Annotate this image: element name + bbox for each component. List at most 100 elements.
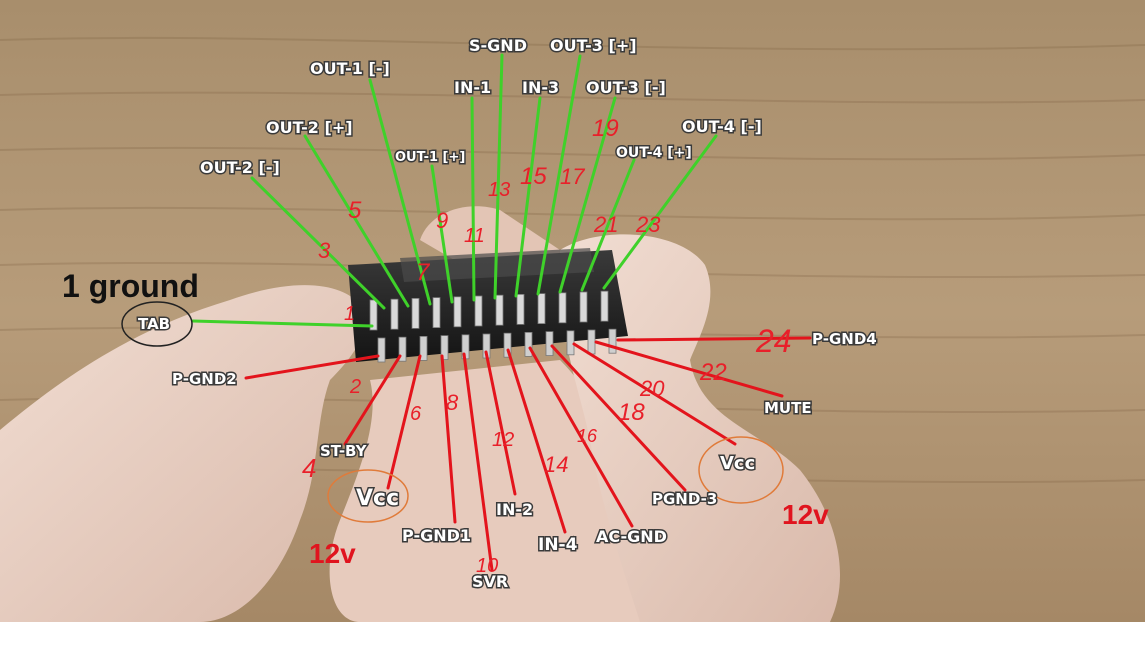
wire-out1-plus bbox=[430, 164, 454, 304]
pin-wires bbox=[191, 53, 812, 572]
label-out2-plus: OUT-2 [+] bbox=[266, 118, 353, 137]
wire-pgnd2 bbox=[244, 354, 380, 380]
label-out4-plus: OUT-4 [+] bbox=[616, 145, 692, 161]
label-acgnd: AC-GND bbox=[596, 527, 667, 546]
pin-number-9: 9 bbox=[436, 208, 448, 233]
label-pgnd3: PGND-3 bbox=[652, 490, 717, 508]
wire-pgnd1 bbox=[440, 354, 457, 524]
chip-pins-bottom bbox=[377, 328, 617, 363]
wire-in4 bbox=[506, 348, 567, 534]
label-mute: MUTE bbox=[764, 399, 812, 417]
wire-out2-minus bbox=[250, 176, 386, 310]
pin-number-18: 18 bbox=[618, 399, 645, 426]
voltage-left: 12v bbox=[309, 538, 356, 569]
chip-pin bbox=[495, 294, 504, 326]
label-out3-minus: OUT-3 [-] bbox=[586, 78, 666, 97]
chip-pin bbox=[398, 336, 407, 362]
pin-number-23: 23 bbox=[635, 212, 661, 237]
pin-number-15: 15 bbox=[520, 163, 547, 190]
chip-pin bbox=[377, 337, 386, 363]
pin-number-5: 5 bbox=[348, 197, 362, 224]
ground-note: 1 ground bbox=[62, 268, 199, 304]
chip-pin bbox=[503, 332, 512, 358]
pin-number-20: 20 bbox=[639, 376, 665, 401]
pin-number-13: 13 bbox=[488, 179, 510, 201]
pin-number-6: 6 bbox=[410, 403, 422, 425]
chip-pin bbox=[432, 297, 441, 329]
wire-out1-minus bbox=[368, 78, 432, 306]
chip-pin bbox=[369, 299, 378, 331]
pin-number-24: 24 bbox=[755, 323, 792, 359]
label-tab: TAB bbox=[138, 315, 170, 333]
chip-pin bbox=[453, 296, 462, 328]
label-in3: IN-3 bbox=[522, 78, 559, 97]
chip-pin bbox=[474, 295, 483, 327]
wire-vcc-right bbox=[572, 342, 737, 446]
chip-pin bbox=[579, 291, 588, 323]
pin-number-8: 8 bbox=[446, 390, 459, 415]
wire-mute bbox=[594, 340, 784, 398]
label-out1-minus: OUT-1 [-] bbox=[310, 59, 390, 78]
pin-number-12: 12 bbox=[492, 429, 514, 451]
label-in1: IN-1 bbox=[454, 78, 491, 97]
label-in2: IN-2 bbox=[496, 500, 533, 519]
label-stby: ST-BY bbox=[320, 442, 368, 460]
label-out1-plus: OUT-1 [+] bbox=[395, 150, 465, 165]
label-in4: IN-4 bbox=[538, 535, 578, 555]
chip-pin bbox=[545, 331, 554, 357]
tab-circle bbox=[121, 301, 193, 347]
pin-number-14: 14 bbox=[544, 452, 568, 477]
pin-number-22: 22 bbox=[699, 359, 727, 386]
pin-number-17: 17 bbox=[560, 164, 585, 189]
pin-number-2: 2 bbox=[349, 376, 361, 398]
white-border bbox=[0, 622, 1145, 660]
chip-pin bbox=[411, 297, 420, 329]
vcc-right-circle bbox=[698, 436, 784, 504]
wire-in1 bbox=[470, 96, 476, 302]
label-out4-minus: OUT-4 [-] bbox=[682, 117, 762, 136]
chip-pin bbox=[558, 292, 567, 324]
chip-pin bbox=[516, 293, 525, 325]
chip-pin bbox=[390, 298, 399, 330]
pin-number-4: 4 bbox=[302, 453, 316, 483]
left-hand bbox=[0, 285, 365, 622]
wire-svr bbox=[462, 352, 494, 572]
voltage-right: 12v bbox=[782, 499, 829, 530]
label-out2-minus: OUT-2 [-] bbox=[200, 158, 280, 177]
pin-number-11: 11 bbox=[464, 225, 485, 247]
label-svr: SVR bbox=[472, 572, 508, 591]
chip-pin bbox=[600, 290, 609, 322]
label-vcc-right: Vcc bbox=[720, 453, 755, 474]
wire-out4-plus bbox=[580, 158, 636, 292]
chip-pin bbox=[524, 331, 533, 357]
pin-number-10: 10 bbox=[476, 555, 498, 577]
chip-pin bbox=[587, 329, 596, 355]
wire-in3 bbox=[514, 96, 542, 298]
wire-in2 bbox=[484, 350, 517, 496]
chip-pin bbox=[566, 330, 575, 356]
wire-tab bbox=[191, 319, 374, 328]
pin-number-3: 3 bbox=[318, 238, 331, 263]
chip-pins-top bbox=[369, 290, 609, 331]
chip-pin bbox=[419, 335, 428, 361]
label-pgnd1: P-GND1 bbox=[402, 526, 471, 545]
wire-vcc-left bbox=[386, 354, 422, 490]
wire-pgnd4 bbox=[616, 336, 812, 342]
right-thumb bbox=[559, 234, 840, 622]
wire-stby bbox=[343, 354, 402, 446]
wire-out3-plus bbox=[536, 54, 582, 296]
pin-number-16: 16 bbox=[577, 426, 598, 446]
pin-number-21: 21 bbox=[593, 212, 618, 237]
vcc-left-circle bbox=[327, 469, 409, 523]
label-vcc-left: Vcc bbox=[356, 486, 399, 511]
pin-number-19: 19 bbox=[592, 115, 619, 142]
wire-pgnd3 bbox=[550, 344, 687, 492]
label-pgnd2: P-GND2 bbox=[172, 370, 237, 388]
wire-sgnd bbox=[493, 53, 504, 300]
chip-pin bbox=[608, 328, 617, 354]
wire-acgnd bbox=[528, 346, 634, 528]
chip-pin bbox=[440, 335, 449, 361]
wire-out2-plus bbox=[303, 134, 410, 308]
